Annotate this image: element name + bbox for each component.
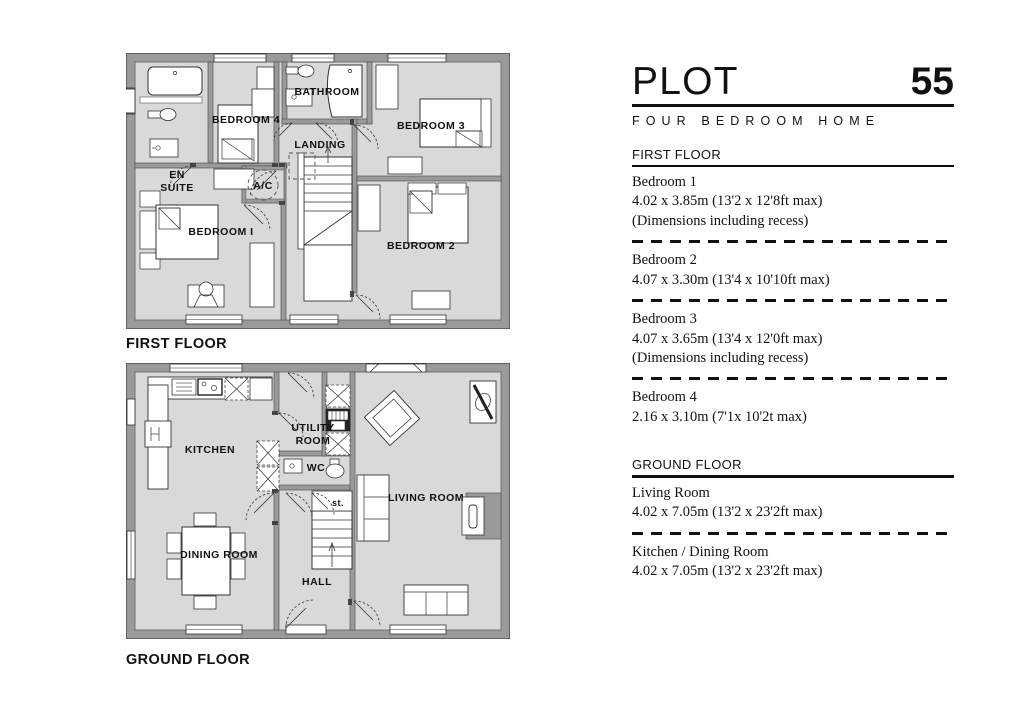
- ground-floor-plan: KITCHEN UTILITY ROOM WC LIVING ROOM st. …: [126, 363, 510, 639]
- entry-divider: [632, 240, 954, 244]
- specification-panel: PLOT 55 FOUR BEDROOM HOME FIRST FLOOR Be…: [632, 62, 954, 581]
- wc-fixtures: [283, 458, 345, 479]
- room-name: Bedroom 4: [632, 389, 697, 406]
- label-utility-line1: UTILITY: [291, 422, 334, 434]
- plot-word: PLOT: [632, 60, 739, 103]
- section-heading: GROUND FLOOR: [632, 457, 742, 473]
- room-name: Bedroom 3: [632, 311, 697, 328]
- section-ground-floor: GROUND FLOOR Living Room 4.02 x 7.05m (1…: [632, 457, 954, 581]
- label-en-suite-line2: SUITE: [160, 182, 193, 194]
- living-furniture: [356, 380, 502, 616]
- room-entry: Bedroom 1 4.02 x 3.85m (13'2 x 12'8ft ma…: [632, 167, 954, 231]
- room-entry: Living Room 4.02 x 7.05m (13'2 x 23'2ft …: [632, 478, 954, 523]
- plans-column: EN SUITE BEDROOM 4 BATHROOM BEDROOM 3 LA…: [126, 53, 510, 668]
- bedroom2-furniture: [357, 182, 469, 310]
- staircase-ground: [311, 490, 353, 570]
- dining-furniture: [166, 512, 246, 610]
- bathroom-fixtures: [285, 64, 363, 118]
- section-heading: FIRST FLOOR: [632, 146, 722, 162]
- label-bedroom4: BEDROOM 4: [212, 114, 280, 126]
- plot-number: 55: [910, 60, 954, 103]
- label-bedroom3: BEDROOM 3: [397, 120, 465, 132]
- room-dimensions: 4.07 x 3.65m (13'4 x 12'0ft max): [632, 330, 823, 347]
- room-name: Bedroom 2: [632, 252, 697, 269]
- first-floor-plan: EN SUITE BEDROOM 4 BATHROOM BEDROOM 3 LA…: [126, 53, 510, 329]
- label-bathroom: BATHROOM: [294, 86, 359, 98]
- section-divider: [632, 475, 954, 478]
- entry-divider: [632, 377, 954, 381]
- room-entry: Kitchen / Dining Room 4.02 x 7.05m (13'2…: [632, 537, 954, 582]
- label-kitchen: KITCHEN: [185, 444, 235, 456]
- door-jambs: [190, 119, 354, 297]
- room-name: Bedroom 1: [632, 174, 697, 190]
- room-name: Kitchen / Dining Room: [632, 543, 769, 560]
- room-dimensions: 4.02 x 7.05m (13'2 x 23'2ft max): [632, 504, 823, 521]
- ground-floor-caption: GROUND FLOOR: [126, 652, 251, 668]
- label-ac: A/C: [253, 180, 273, 192]
- french-doors: [365, 363, 427, 373]
- bedroom3-furniture: [375, 64, 492, 175]
- room-note: (Dimensions including recess): [632, 349, 809, 366]
- room-name: Living Room: [632, 484, 710, 501]
- room-entry: Bedroom 2 4.07 x 3.30m (13'4 x 10'10ft m…: [632, 245, 954, 290]
- label-en-suite-line1: EN: [169, 169, 185, 181]
- section-first-floor: FIRST FLOOR Bedroom 1 4.02 x 3.85m (13'2…: [632, 147, 954, 428]
- room-dimensions: 2.16 x 3.10m (7'1x 10'2t max): [632, 408, 807, 425]
- bedroom4-furniture: [217, 66, 275, 164]
- room-dimensions: 4.07 x 3.30m (13'4 x 10'10ft max): [632, 271, 830, 288]
- room-note: (Dimensions including recess): [632, 212, 809, 229]
- label-utility-line2: ROOM: [296, 435, 331, 447]
- label-hall: HALL: [302, 576, 332, 588]
- label-bedroom2: BEDROOM 2: [387, 240, 455, 252]
- kitchen-units: [144, 376, 280, 492]
- room-dimensions: 4.02 x 3.85m (13'2 x 12'8ft max): [632, 193, 823, 210]
- label-store: st.: [332, 498, 344, 508]
- label-dining-room: DINING ROOM: [180, 549, 258, 561]
- ac-circle: [247, 169, 279, 201]
- entry-divider: [632, 299, 954, 303]
- label-living-room: LIVING ROOM: [388, 492, 464, 504]
- first-floor-caption: FIRST FLOOR: [126, 336, 228, 352]
- ensuite-fixtures: [139, 66, 203, 158]
- door-jambs-ground: [272, 411, 352, 605]
- ground-floor-svg: KITCHEN UTILITY ROOM WC LIVING ROOM st. …: [126, 363, 510, 639]
- label-wc: WC: [307, 462, 326, 474]
- plot-subtitle: FOUR BEDROOM HOME: [632, 113, 881, 128]
- plot-title-row: PLOT 55: [632, 62, 954, 101]
- first-floor-svg: EN SUITE BEDROOM 4 BATHROOM BEDROOM 3 LA…: [126, 53, 510, 329]
- staircase-first: [288, 146, 353, 302]
- room-entry: Bedroom 3 4.07 x 3.65m (13'4 x 12'0ft ma…: [632, 304, 954, 368]
- room-dimensions: 4.02 x 7.05m (13'2 x 23'2ft max): [632, 562, 823, 579]
- door-swings-ground: [245, 372, 381, 629]
- label-landing: LANDING: [294, 139, 345, 151]
- entry-divider: [632, 531, 954, 535]
- utility-fixtures: [325, 384, 351, 456]
- title-divider: [632, 104, 954, 107]
- section-divider: [632, 164, 954, 167]
- bedroom1-furniture: [139, 168, 275, 308]
- room-entry: Bedroom 4 2.16 x 3.10m (7'1x 10'2t max): [632, 382, 954, 427]
- label-bedroom1: BEDROOM I: [188, 226, 253, 238]
